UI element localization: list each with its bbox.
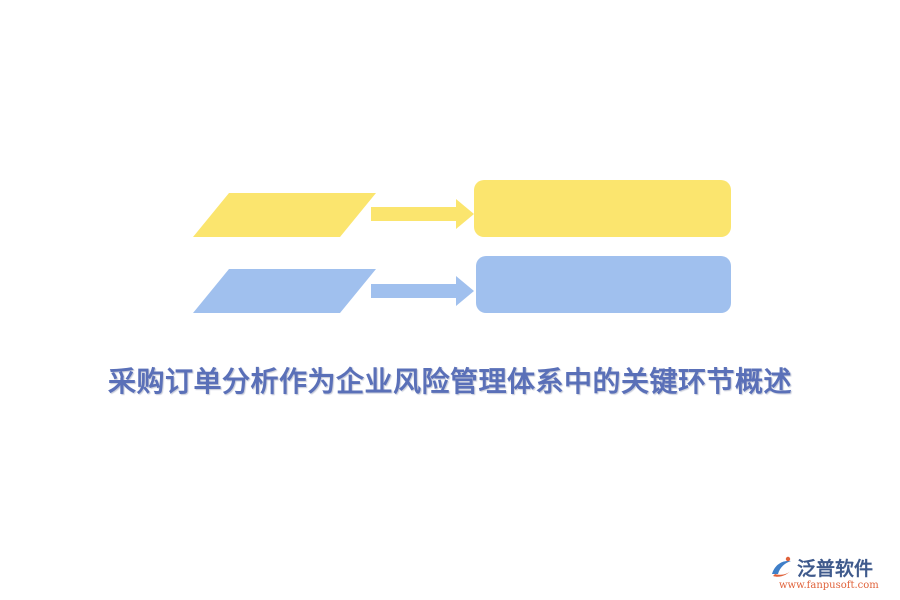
logo-url: www.fanpusoft.com: [779, 580, 879, 591]
row-1-parallelogram: [193, 193, 376, 237]
logo-swirl-icon: [772, 556, 792, 577]
diagram-title: 采购订单分析作为企业风险管理体系中的关键环节概述: [107, 365, 792, 398]
row-2-arrow: [371, 276, 474, 306]
row-2-box: [476, 256, 731, 313]
fanpu-logo: 泛普软件 www.fanpusoft.com: [765, 552, 895, 596]
row-1-box: [474, 180, 731, 237]
row-2-parallelogram: [193, 269, 376, 313]
row-1-arrow: [371, 199, 474, 229]
logo-name: 泛普软件: [797, 558, 874, 580]
